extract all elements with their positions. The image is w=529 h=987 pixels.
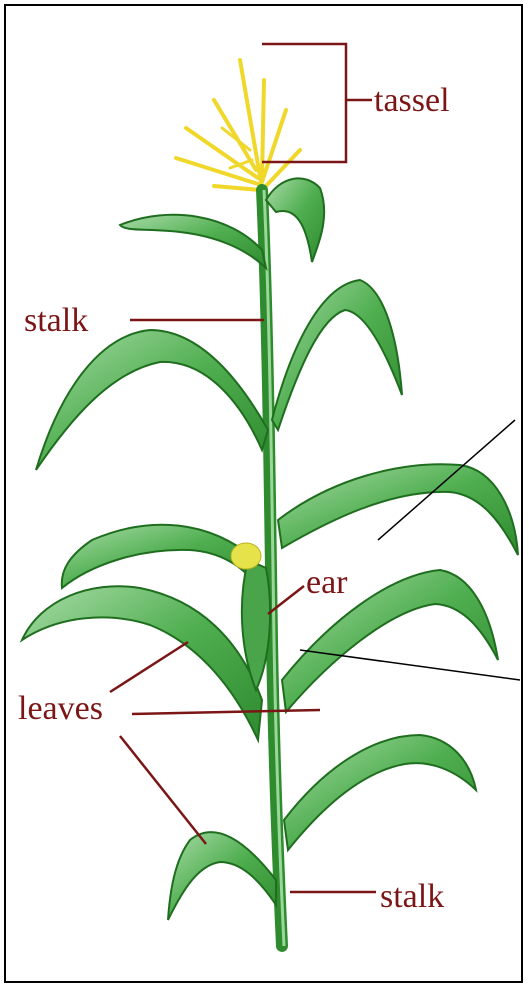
leaves-label: leaves [18,692,103,726]
ear-label: ear [306,566,348,600]
stalk-label-upper: stalk [24,304,88,338]
leader-lines [110,44,376,892]
tassel-label: tassel [374,84,450,118]
stalk-label-lower: stalk [380,880,444,914]
tassel-icon [176,60,300,190]
